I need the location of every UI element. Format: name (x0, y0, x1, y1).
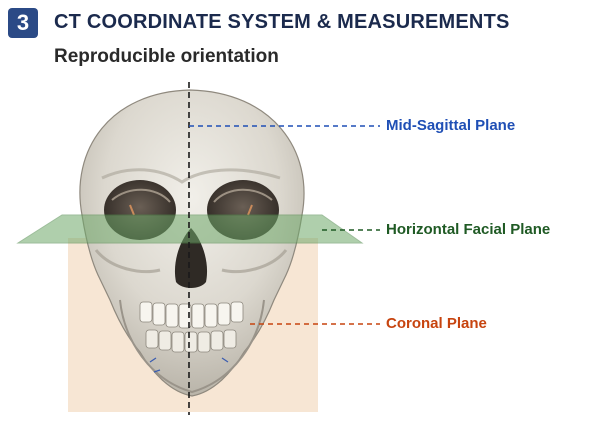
label-coronal-plane: Coronal Plane (386, 315, 487, 332)
header: 3 CT COORDINATE SYSTEM & MEASUREMENTS Re… (8, 8, 598, 78)
label-horizontal-facial-plane: Horizontal Facial Plane (386, 221, 551, 238)
horizontal-facial-plane (16, 214, 364, 244)
step-badge: 3 (8, 8, 38, 38)
label-mid-sagittal-plane: Mid-Sagittal Plane (386, 117, 516, 134)
page-title: CT COORDINATE SYSTEM & MEASUREMENTS (54, 11, 510, 33)
page-subtitle: Reproducible orientation (54, 46, 279, 67)
